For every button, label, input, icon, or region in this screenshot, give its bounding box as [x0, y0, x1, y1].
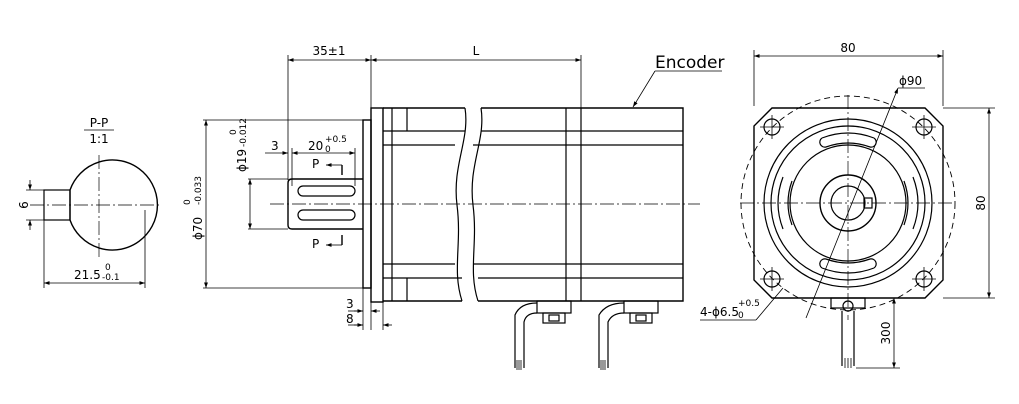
section-marker-top: P [312, 157, 319, 171]
power-connector [514, 300, 572, 370]
flange-spacing-dim: 35±1 [313, 44, 346, 58]
section-view: P-P 1:1 6 21.5 0 -0.1 [17, 116, 160, 288]
holes-tol-up: +0.5 [738, 299, 760, 309]
front-flange [753, 107, 944, 299]
spigot-dia-tol-up: 0 [183, 199, 193, 205]
shaft-section [69, 159, 159, 251]
spigot-dia-dim: ϕ70 [191, 217, 205, 240]
mounting-holes [760, 115, 936, 291]
shaft-key [297, 185, 356, 197]
front-width-dim: 80 [840, 41, 855, 55]
key-depth-dim: 21.5 [74, 268, 101, 282]
key-depth-tol-low: -0.1 [102, 273, 120, 283]
encoder-label: Encoder [655, 53, 725, 73]
flange-thickness-dim: 8 [346, 312, 354, 326]
section-marker-bottom: P [312, 237, 319, 251]
holes-tol-low: 0 [738, 311, 744, 321]
cable-length-dim: 300 [879, 322, 893, 345]
shaft-dia-tol-low: -0.012 [239, 118, 249, 147]
key-width-dim: 6 [17, 201, 31, 209]
front-height-dim: 80 [974, 195, 988, 210]
side-view: 35±1 L Encoder [183, 44, 725, 370]
holes-dim: 4-ϕ6.5 [700, 305, 739, 319]
key-offset-dim: 3 [271, 139, 279, 153]
section-title: P-P [90, 116, 109, 130]
shaft-dia-tol-up: 0 [229, 129, 239, 135]
bolt-circle-dim: ϕ90 [899, 74, 922, 88]
break-line [455, 107, 467, 302]
encoder-connector [598, 300, 659, 370]
body-length-dim: L [473, 44, 480, 58]
key-length-dim: 20 [308, 139, 323, 153]
section-key [43, 189, 71, 221]
shaft-dia-dim: ϕ19 [235, 149, 249, 172]
front-connector [830, 297, 866, 368]
spigot-depth-dim: 3 [346, 297, 354, 311]
flange [370, 107, 384, 303]
front-view: 80 80 [700, 41, 995, 369]
spigot-dia-tol-low: -0.033 [194, 176, 204, 205]
key-length-tol-low: 0 [325, 145, 331, 155]
key-length-tol-up: +0.5 [325, 135, 347, 145]
section-scale: 1:1 [89, 132, 108, 146]
key-depth-tol-up: 0 [105, 263, 111, 273]
